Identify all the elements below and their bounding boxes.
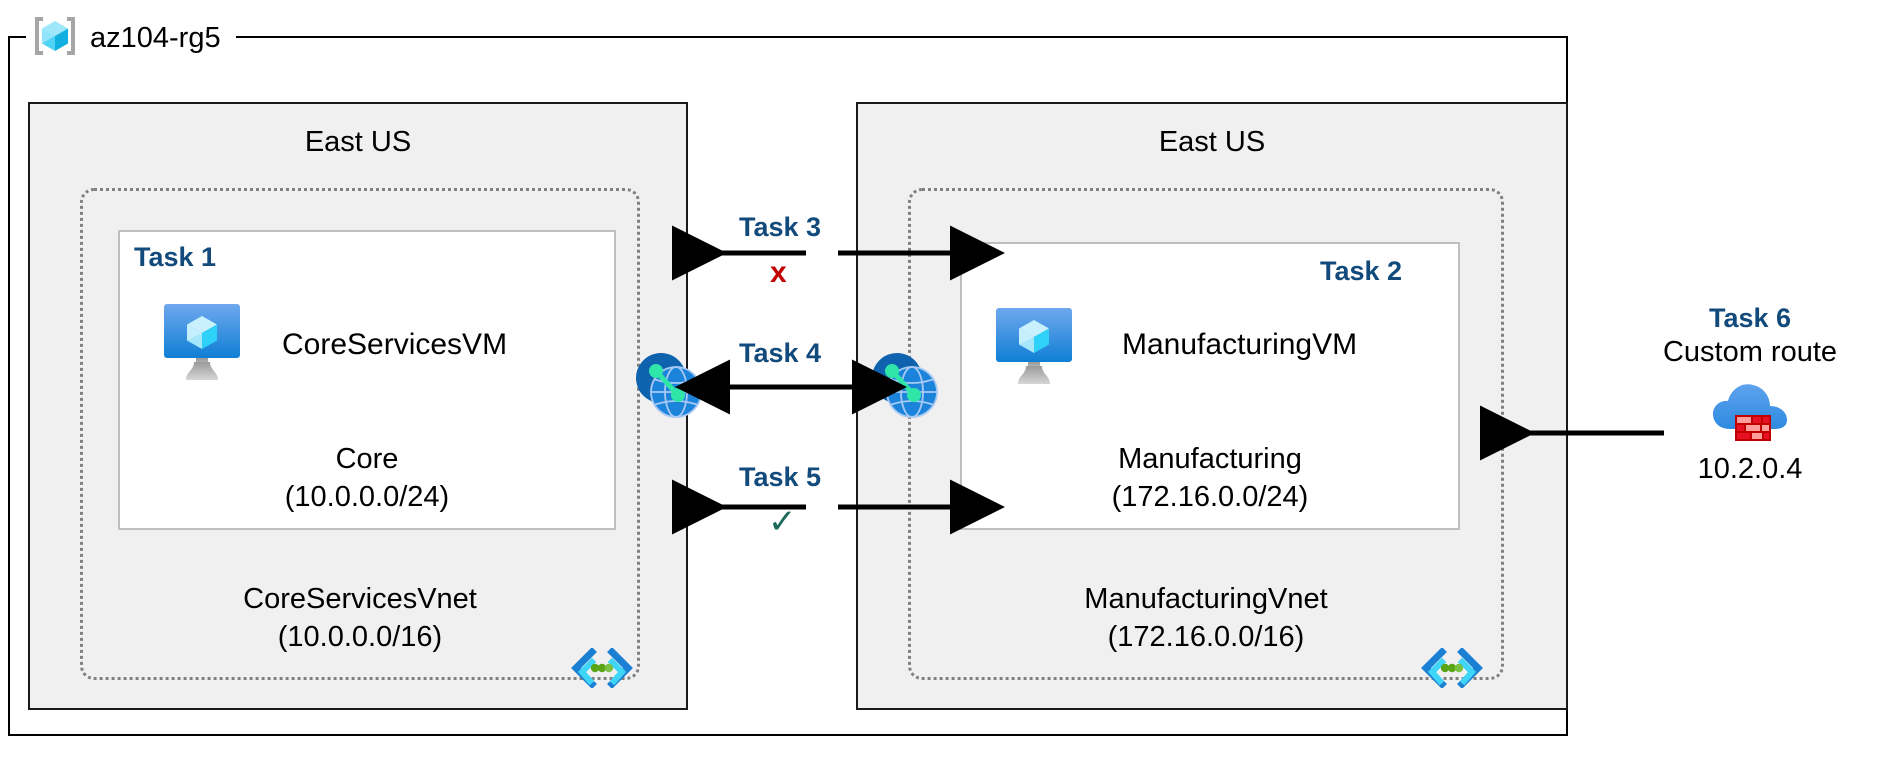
region-label-right: East US: [1158, 126, 1266, 158]
task-label-3: Task 3: [738, 212, 822, 242]
subnet-box-manufacturing: [960, 242, 1460, 530]
subnet-brackets-icon-core: [570, 647, 634, 689]
region-label-left: East US: [304, 126, 412, 158]
task-label-2: Task 2: [1320, 256, 1403, 286]
azure-resource-group-icon: [30, 11, 80, 66]
custom-route-arrow: [1480, 405, 1664, 461]
virtual-machine-icon-manufacturing: [992, 304, 1076, 388]
vnet-name-manufacturing: ManufacturingVnet: [1084, 583, 1328, 615]
task-label-6: Task 6: [1708, 303, 1792, 333]
custom-route-ip: 10.2.0.4: [1697, 452, 1803, 485]
connection-arrow-task3: [672, 225, 1005, 281]
virtual-machine-icon-core: [160, 300, 244, 384]
subnet-range-manufacturing: (172.16.0.0/24): [1111, 481, 1309, 513]
subnet-brackets-icon-manufacturing: [1420, 647, 1484, 689]
resource-group-label: az104-rg5: [30, 16, 221, 60]
subnet-name-core: Core: [335, 443, 399, 475]
custom-route-label: Custom route: [1662, 336, 1838, 369]
task-label-4: Task 4: [738, 338, 822, 368]
vnet-box-core: [80, 188, 640, 680]
azure-firewall-icon: [1707, 377, 1793, 449]
vnet-name-core: CoreServicesVnet: [243, 583, 477, 615]
task3-blocked-marker: x: [770, 256, 787, 289]
resource-group-name: az104-rg5: [90, 21, 221, 54]
task-label-1: Task 1: [134, 242, 217, 272]
task5-allowed-marker: ✓: [768, 503, 797, 541]
vm-name-manufacturing: ManufacturingVM: [1122, 328, 1358, 361]
vnet-peering-icon-left: [632, 348, 706, 422]
custom-route-block: Task 6 Custom route: [1622, 302, 1878, 487]
connection-arrow-task4: [675, 359, 907, 415]
vnet-range-core: (10.0.0.0/16): [277, 621, 443, 653]
task-label-5: Task 5: [738, 462, 822, 492]
vnet-range-manufacturing: (172.16.0.0/16): [1107, 621, 1305, 653]
vm-name-core: CoreServicesVM: [282, 328, 508, 361]
connection-arrow-task5: [672, 479, 1005, 535]
subnet-name-manufacturing: Manufacturing: [1118, 443, 1302, 475]
subnet-range-core: (10.0.0.0/24): [284, 481, 450, 513]
